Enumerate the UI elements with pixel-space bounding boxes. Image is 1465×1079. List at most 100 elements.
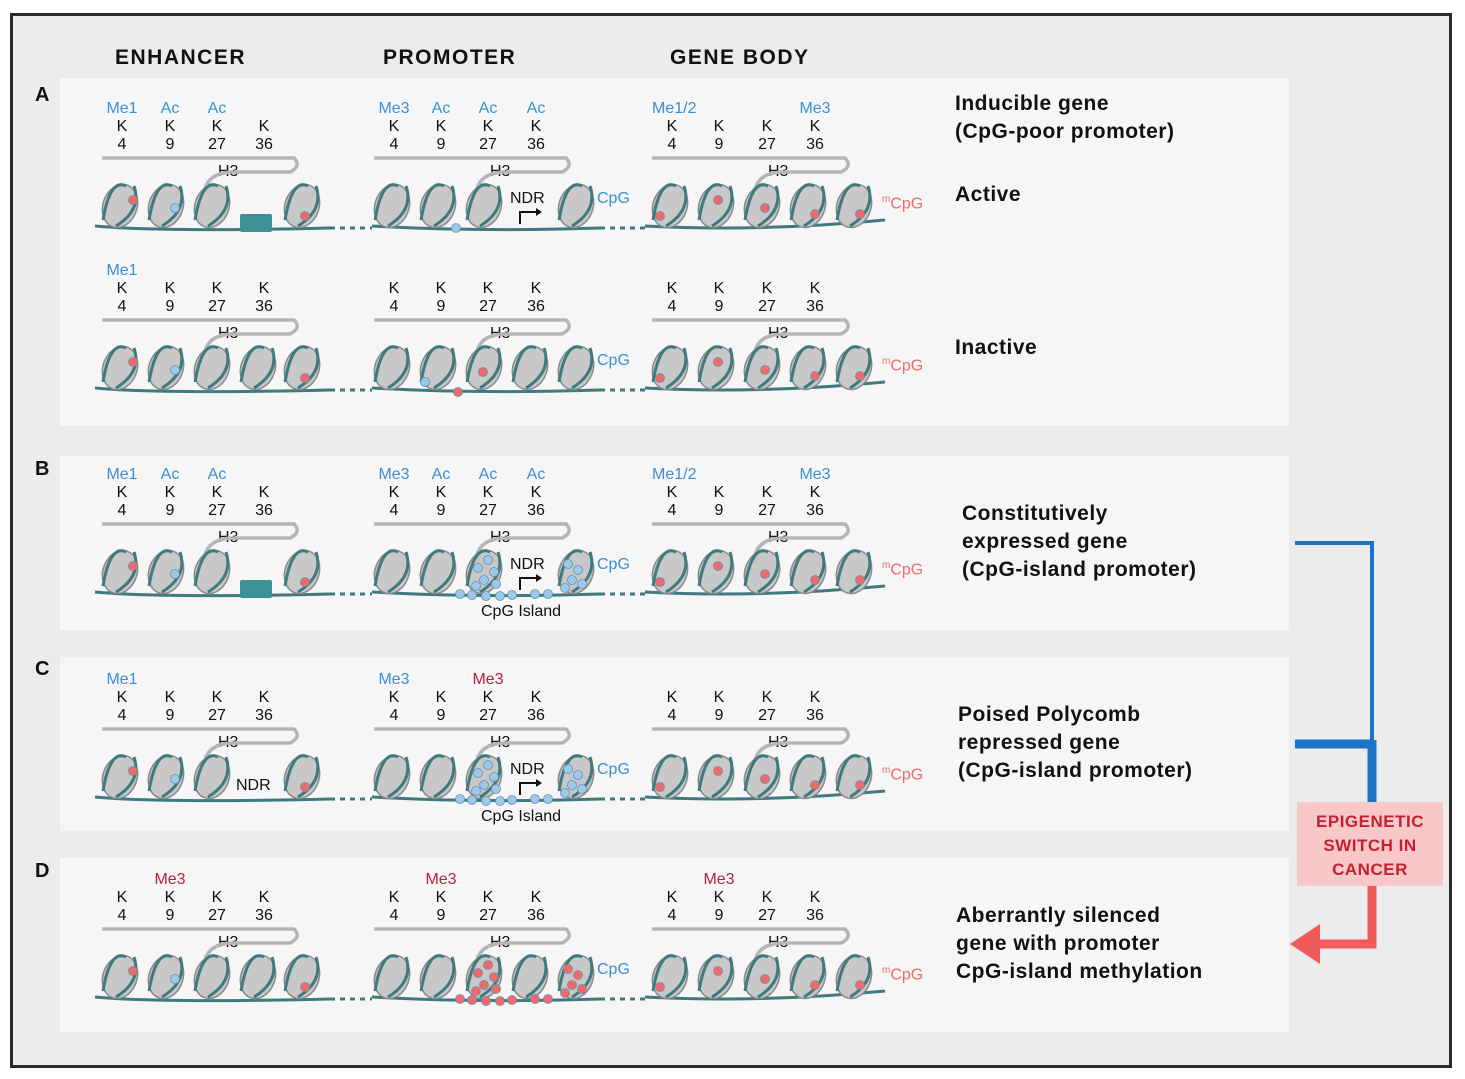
- lysine-letter: K: [809, 484, 821, 501]
- state-active: Active: [955, 183, 1022, 206]
- row3-nucleosome: [101, 754, 139, 800]
- row1-nucleosome: [283, 345, 321, 391]
- nucleosome-dna-wrap: [697, 345, 723, 383]
- nucleosome-dna-wrap: [557, 183, 583, 221]
- row2-methyl-dot: [713, 561, 723, 571]
- lysine-number: 9: [165, 298, 175, 315]
- nucleosome-dna-wrap: [253, 956, 276, 999]
- nucleosome-dna-wrap: [835, 954, 861, 992]
- lysine-letter: K: [530, 280, 542, 297]
- row1-dna-promoter: [371, 386, 601, 394]
- row2-cpg-island-dot: [483, 555, 493, 565]
- lysine-number: 4: [117, 136, 127, 153]
- row4-methyl-dot: [300, 982, 310, 992]
- desc-d-line1: Aberrantly silenced: [956, 904, 1161, 927]
- nucleosome-dna-wrap: [651, 754, 677, 792]
- row1-nucleosome: [193, 345, 231, 391]
- lysine-number: 4: [667, 502, 677, 519]
- nucleosome-dna-wrap: [147, 345, 173, 383]
- lysine-letter: K: [666, 118, 678, 135]
- row3-methyl-dot: [655, 782, 665, 792]
- row3-pro-h3-tail: [374, 727, 571, 770]
- row1-methyl-dot: [128, 357, 138, 367]
- row3-promoter-ndr: NDR: [510, 761, 545, 778]
- nucleosome-dna-wrap: [789, 954, 815, 992]
- row4-nucleosome: [147, 954, 185, 1000]
- lysine-number: 36: [255, 298, 273, 315]
- nucleosome-dna-wrap: [849, 956, 872, 999]
- row0-enh-mark-k27: Ac: [207, 100, 227, 117]
- row1-enh-h3-tail: [102, 318, 299, 361]
- row2-methyl-dot: [300, 577, 310, 587]
- nucleosome-dna-wrap: [651, 183, 677, 221]
- lysine-letter: K: [388, 280, 400, 297]
- row2-cpg-island-label: CpG Island: [481, 603, 562, 620]
- nucleosome-dna-wrap: [297, 956, 320, 999]
- lysine-letter: K: [482, 889, 494, 906]
- row0-nucleosome: [373, 183, 411, 229]
- nucleosome-dna-wrap: [835, 754, 861, 792]
- lysine-number: 36: [255, 502, 273, 519]
- lysine-number: 9: [714, 502, 724, 519]
- row1-nucleosome: [239, 345, 277, 391]
- nucleosome-dna-wrap: [743, 183, 769, 221]
- row0-promoter-ndr: NDR: [510, 190, 545, 207]
- row0-pro-mark-k4: Me3: [378, 100, 410, 117]
- desc-a-line1: Inducible gene: [955, 92, 1110, 115]
- row0-pro-mark-k36: Ac: [526, 100, 546, 117]
- nucleosome-dna-wrap: [711, 185, 734, 228]
- lysine-letter: K: [388, 484, 400, 501]
- nucleosome-dna-wrap: [207, 185, 230, 228]
- nucleosome-dna-wrap: [711, 756, 734, 799]
- nucleosome-dna-wrap: [571, 756, 594, 799]
- lysine-number: 27: [479, 907, 497, 924]
- row4-promoter-cpg: CpG: [597, 961, 630, 978]
- row4-cpg-island-dot: [530, 994, 540, 1004]
- row2-nucleosome: [651, 549, 689, 595]
- nucleosome-dna-wrap: [115, 347, 138, 390]
- lysine-letter: K: [211, 118, 223, 135]
- mcpg-text: CpG: [890, 195, 924, 213]
- row2-body-mark-k36: Me3: [799, 466, 831, 483]
- row0-enh-h3-tail: [102, 156, 299, 199]
- row4-cpg-island-dot: [563, 964, 573, 974]
- mcpg-text: CpG: [890, 966, 924, 984]
- nucleosome-dna-wrap: [101, 754, 127, 792]
- nucleosome-dna-wrap: [433, 551, 456, 594]
- row2-cpg-island-dot: [495, 591, 505, 601]
- row3-cpg-island-dot: [567, 780, 577, 790]
- blue-bracket-b: [1295, 541, 1374, 802]
- nucleosome-dna-wrap: [665, 185, 688, 228]
- row2-pro-mark-k4: Me3: [378, 466, 410, 483]
- desc-b: Constitutively expressed gene (CpG-islan…: [962, 500, 1197, 584]
- desc-c: Poised Polycomb repressed gene (CpG-isla…: [958, 701, 1193, 785]
- row3-nucleosome: [651, 754, 689, 800]
- lysine-letter: K: [164, 889, 176, 906]
- nucleosome-dna-wrap: [465, 345, 491, 383]
- row2-cpg-island-dot: [489, 567, 499, 577]
- nucleosome-dna-wrap: [665, 551, 688, 594]
- nucleosome-dna-wrap: [193, 183, 219, 221]
- row1-methyl-dot: [478, 367, 488, 377]
- nucleosome-dna-wrap: [757, 551, 780, 594]
- nucleosome-dna-wrap: [757, 347, 780, 390]
- row3-nucleosome: [697, 754, 735, 800]
- row3-cpg-island-dot: [507, 795, 517, 805]
- row1-nucleosome: [373, 345, 411, 391]
- nucleosome-dna-wrap: [743, 754, 769, 792]
- row0-tss-arrowhead: [536, 208, 542, 216]
- lysine-letter: K: [164, 118, 176, 135]
- nucleosome-dna-wrap: [571, 347, 594, 390]
